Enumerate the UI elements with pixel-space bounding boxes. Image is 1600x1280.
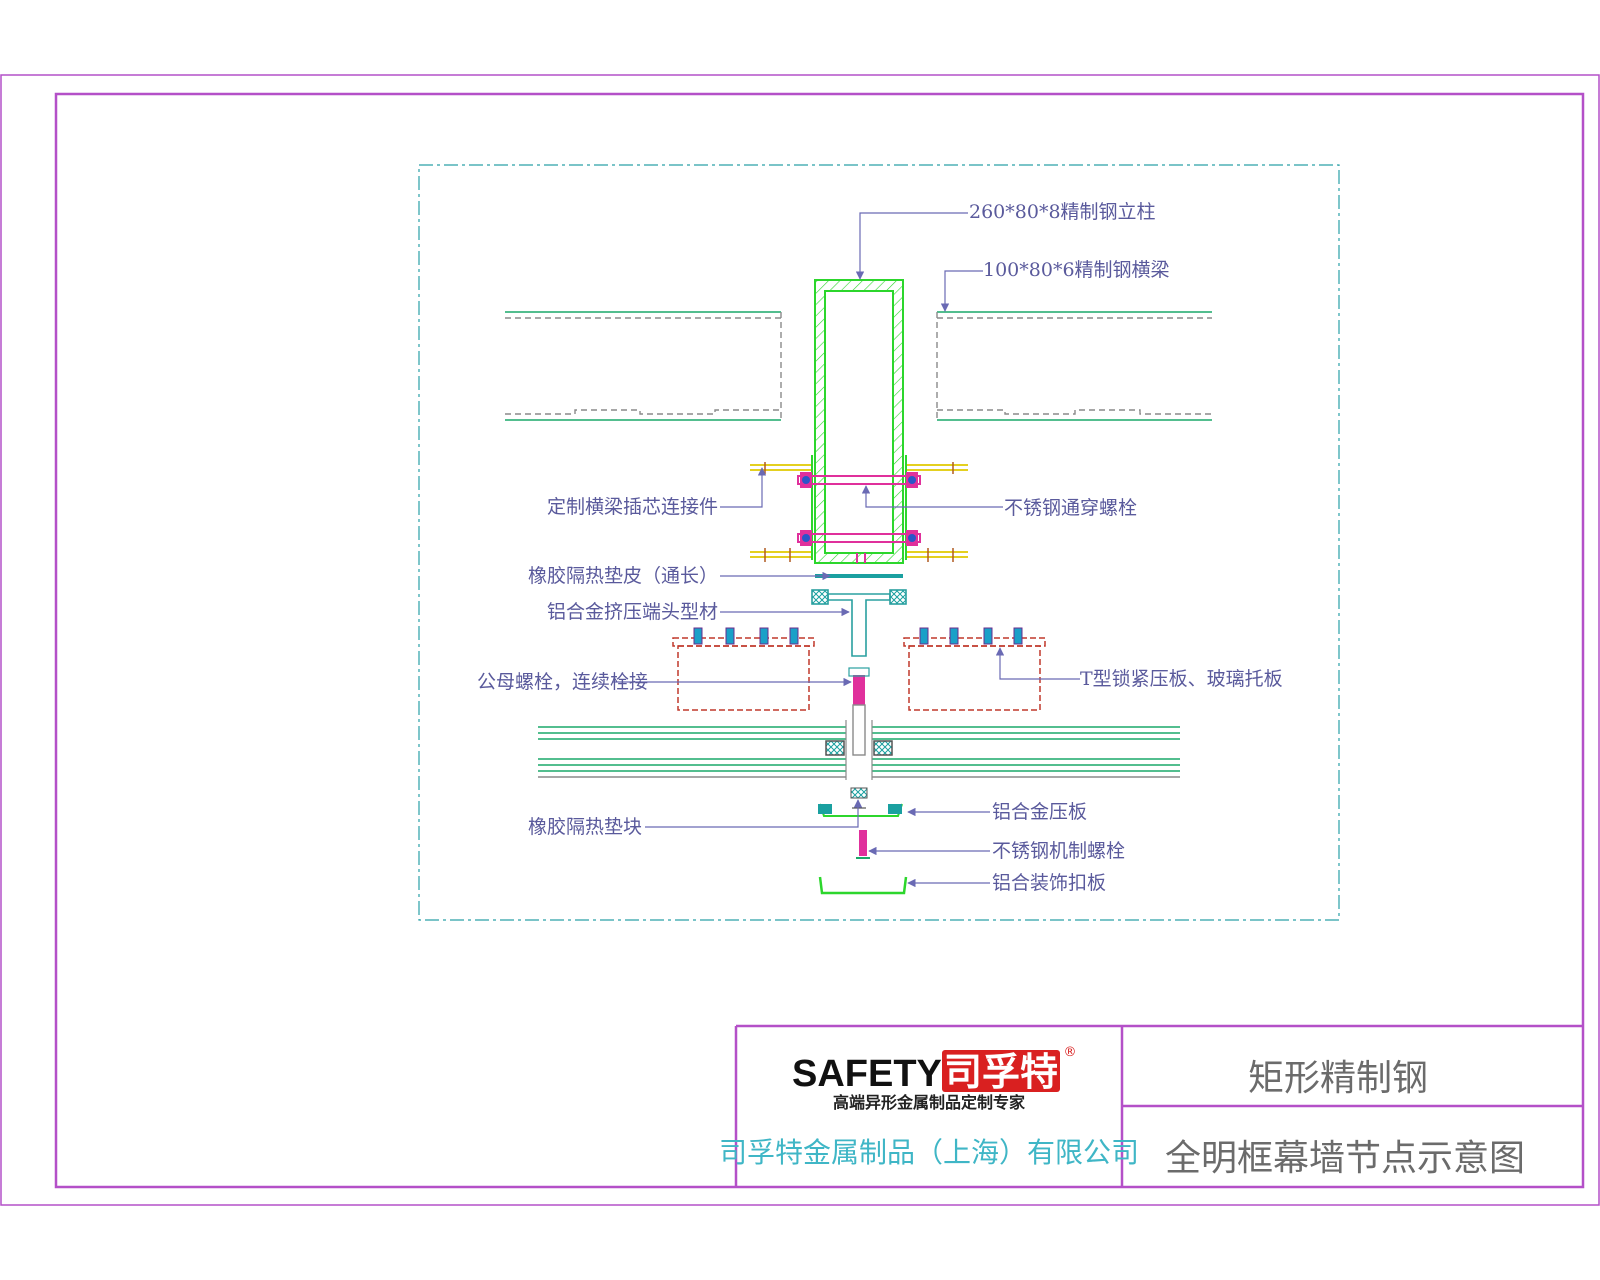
through-bolt-lower bbox=[797, 530, 921, 546]
outer-border bbox=[0, 74, 1600, 1206]
alu-end-profile bbox=[811, 589, 907, 657]
label-alu-pressure-plate: 铝合金压板 bbox=[992, 801, 1087, 823]
rubber-thermal-pad bbox=[815, 574, 903, 578]
through-bolt-upper bbox=[797, 472, 921, 488]
brand-latin: SAFETY bbox=[792, 1053, 942, 1095]
label-rubber-pad: 橡胶隔热垫皮（通长） bbox=[528, 565, 718, 587]
right-beam bbox=[936, 311, 1212, 421]
t-clamp-plate-left bbox=[672, 637, 815, 711]
clamp-screws bbox=[693, 627, 1023, 645]
label-column: 260*80*8精制钢立柱 bbox=[969, 201, 1156, 223]
glass-gap bbox=[845, 720, 873, 780]
slogan: 高端异形金属制品定制专家 bbox=[833, 1093, 1026, 1112]
male-female-bolt bbox=[848, 667, 870, 756]
label-ss-machine-bolt: 不锈钢机制螺栓 bbox=[992, 840, 1125, 862]
company-logo: SAFETY 司孚特 ® 高端异形金属制品定制专家 bbox=[792, 1045, 1077, 1112]
label-t-plate: T型锁紧压板、玻璃托板 bbox=[1080, 668, 1283, 690]
inner-border bbox=[54, 92, 1585, 1189]
leaders bbox=[612, 212, 1080, 888]
detail-boundary bbox=[418, 164, 1340, 921]
company-name: 司孚特金属制品（上海）有限公司 bbox=[719, 1136, 1139, 1169]
glass-right bbox=[872, 726, 1180, 778]
title-sub: 全明框幕墙节点示意图 bbox=[1165, 1138, 1525, 1179]
alu-pressure-plate bbox=[818, 803, 903, 817]
steel-column bbox=[814, 279, 904, 564]
label-male-female-bolt: 公母螺栓，连续栓接 bbox=[477, 671, 648, 693]
rubber-block bbox=[850, 787, 868, 799]
title-main: 矩形精制钢 bbox=[1248, 1058, 1428, 1099]
left-beam bbox=[505, 311, 782, 421]
alu-decorative-cover bbox=[818, 876, 908, 895]
ss-machine-bolt bbox=[856, 830, 870, 859]
label-beam-insert: 定制横梁插芯连接件 bbox=[547, 496, 718, 518]
registered-mark: ® bbox=[1064, 1045, 1077, 1060]
label-alu-cover: 铝合装饰扣板 bbox=[992, 872, 1106, 894]
glass-left bbox=[538, 726, 846, 778]
label-rubber-block: 橡胶隔热垫块 bbox=[528, 816, 642, 838]
label-through-bolt: 不锈钢通穿螺栓 bbox=[1004, 497, 1137, 519]
brand-cn: 司孚特 bbox=[944, 1052, 1058, 1094]
title-block bbox=[734, 1024, 1583, 1187]
label-alu-end-profile: 铝合金挤压端头型材 bbox=[547, 601, 718, 623]
brand-cn-badge bbox=[942, 1050, 1060, 1092]
label-beam: 100*80*6精制钢横梁 bbox=[983, 259, 1170, 281]
t-clamp-plate-right bbox=[903, 637, 1046, 711]
